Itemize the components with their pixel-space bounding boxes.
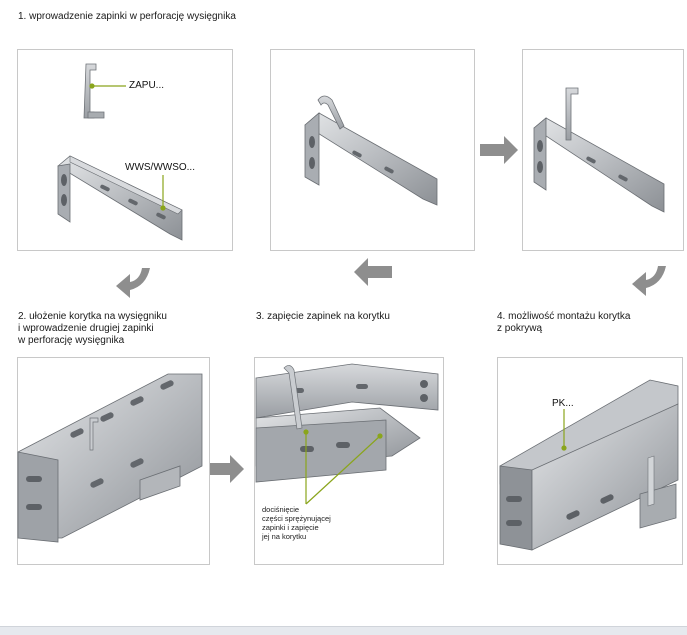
press-note: dociśnięcie części sprężynującej zapinki… [262, 505, 331, 541]
bracket-with-clip-inserted-drawing [533, 87, 665, 213]
cover-label: PK... [552, 398, 574, 409]
arrow-curve-down-left [116, 268, 150, 298]
tray-on-bracket-drawing [17, 373, 203, 543]
step2-heading: 2. ułożenie korytka na wysięgniku i wpro… [18, 311, 167, 346]
step4-heading: 4. możliwość montażu korytka z pokrywą [497, 311, 631, 334]
clip-label: ZAPU... [129, 80, 165, 91]
clip-fastened-drawing [255, 363, 439, 483]
flow-arrows [116, 136, 666, 483]
bracket-label: WWS/WWSO... [125, 162, 195, 173]
bracket-drawing [57, 155, 183, 241]
step3-heading: 3. zapięcie zapinek na korytku [256, 311, 390, 322]
bottom-toolbar-strip [0, 626, 687, 635]
arrow-left-1 [354, 258, 392, 286]
bracket-with-clip-drawing [304, 95, 438, 206]
panel-clip-and-bracket [17, 49, 233, 251]
step1-heading: 1. wprowadzenie zapinki w perforację wys… [18, 11, 236, 22]
tray-with-cover-drawing [499, 379, 679, 551]
arrow-right-1 [480, 136, 518, 164]
arrow-curve-down-left-2 [632, 266, 666, 296]
arrow-right-2 [210, 455, 244, 483]
leader-lines [89, 83, 567, 505]
clip-drawing [83, 63, 105, 119]
